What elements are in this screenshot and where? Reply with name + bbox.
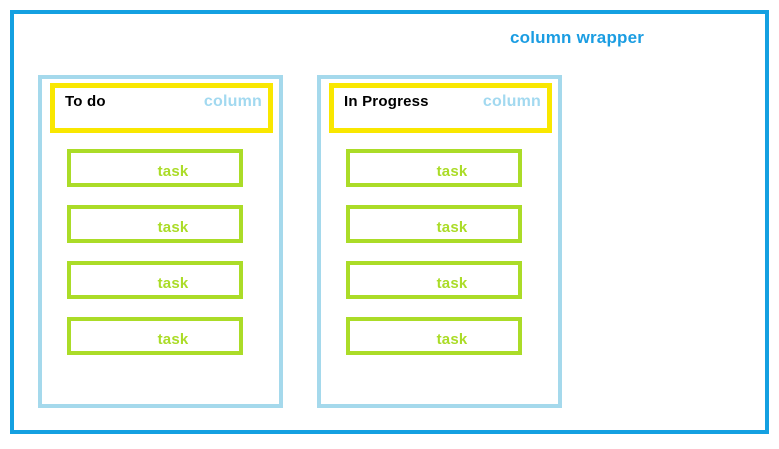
column-todo-header: To do column (50, 83, 273, 133)
column-in-progress-header: In Progress column (329, 83, 552, 133)
task-card: task (346, 149, 522, 187)
task-list: task task task task (67, 149, 279, 355)
task-card: task (67, 317, 243, 355)
task-card: task (346, 317, 522, 355)
column-in-progress: In Progress column task task task task (317, 75, 562, 408)
task-card: task (346, 205, 522, 243)
column-title: In Progress (344, 93, 429, 110)
task-card: task (67, 205, 243, 243)
task-card: task (346, 261, 522, 299)
task-list: task task task task (346, 149, 558, 355)
task-card: task (67, 261, 243, 299)
columns-row: To do column task task task task In Prog… (38, 75, 562, 408)
column-title: To do (65, 93, 106, 110)
column-wrapper-box: column wrapper To do column task task ta… (10, 10, 769, 434)
column-type-label: column (203, 93, 262, 110)
task-card: task (67, 149, 243, 187)
column-type-label: column (482, 93, 541, 110)
column-wrapper-label: column wrapper (510, 28, 645, 47)
column-todo: To do column task task task task (38, 75, 283, 408)
